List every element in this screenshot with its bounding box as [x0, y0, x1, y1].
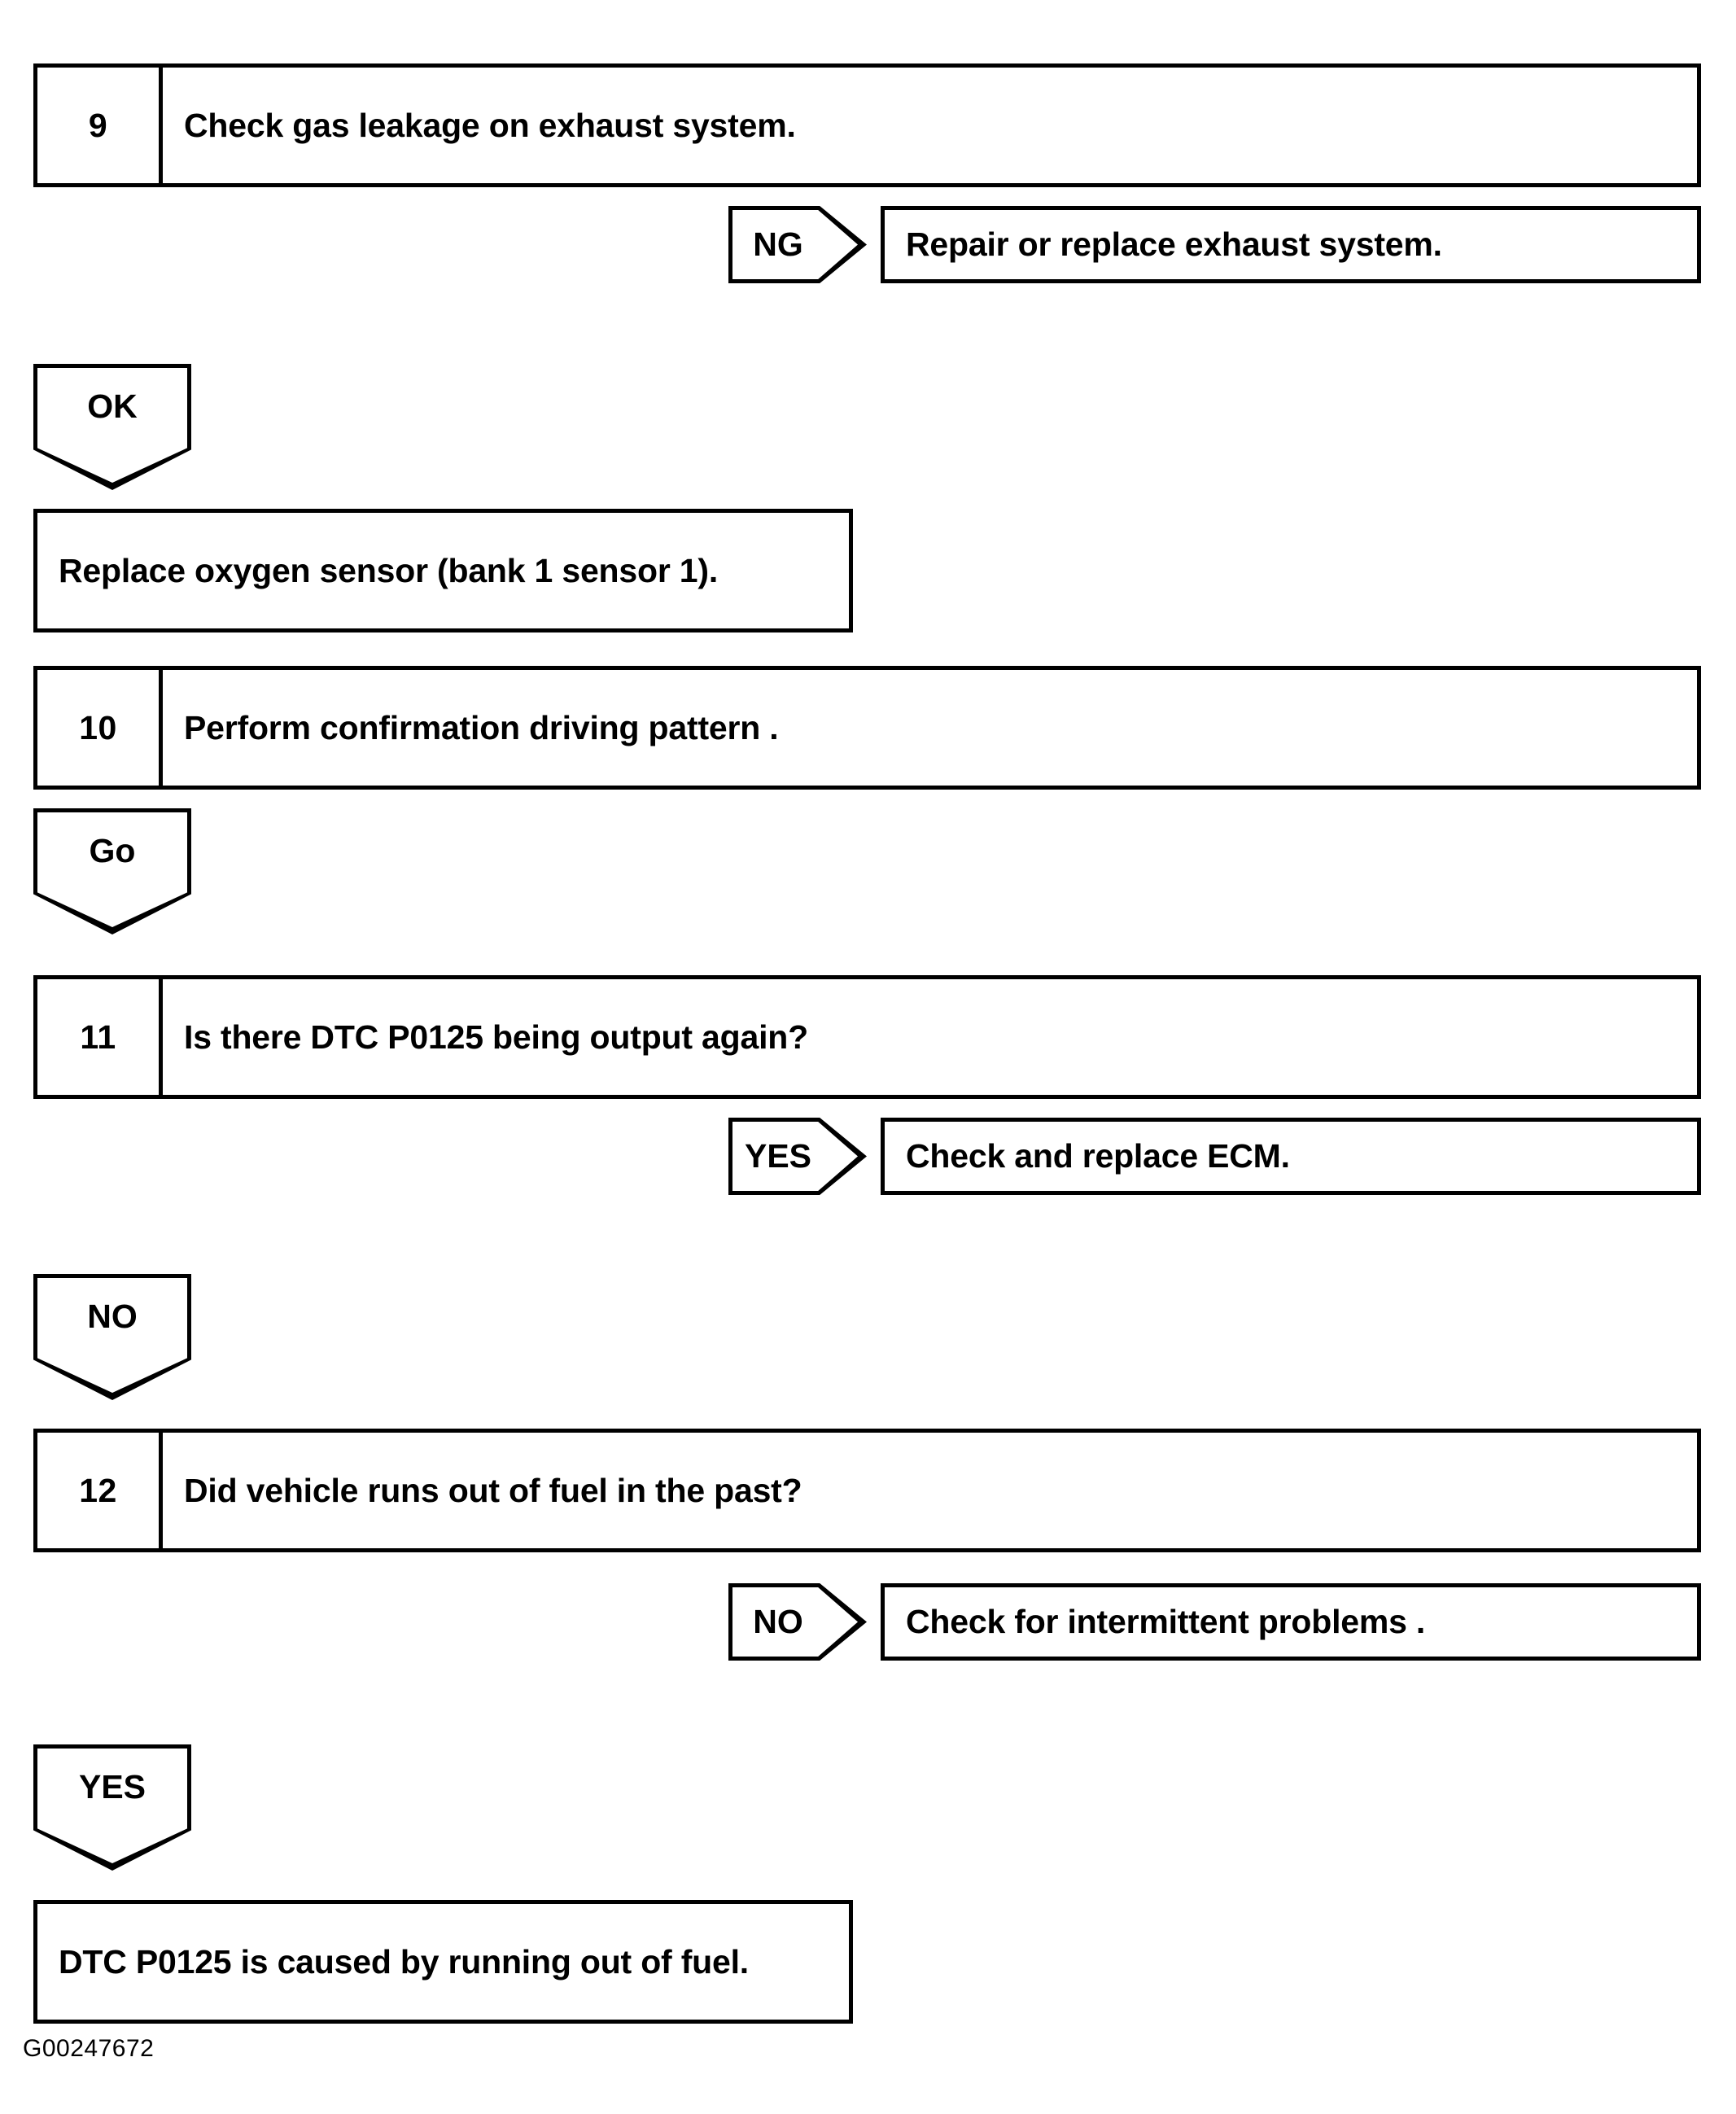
step-text-cell-11: Is there DTC P0125 being output again?	[163, 979, 1697, 1095]
flow-arrow-no-label: NO	[87, 1298, 138, 1335]
branch-arrow-no-1-label: NO	[753, 1603, 803, 1640]
branch-arrow-yes-1	[728, 1118, 867, 1195]
step-number-10: 10	[79, 708, 117, 746]
step-number-9: 9	[88, 106, 108, 144]
branch-result-box-yes-1: Check and replace ECM.	[881, 1118, 1701, 1195]
terminal-box-dtc-cause: DTC P0125 is caused by running out of fu…	[33, 1900, 853, 2024]
step-number-12: 12	[79, 1471, 117, 1509]
branch-arrow-ng-1-label: NG	[753, 225, 803, 263]
flow-arrow-go	[33, 808, 191, 934]
step-instruction-12: Did vehicle runs out of fuel in the past…	[184, 1471, 802, 1509]
flow-arrow-yes	[33, 1744, 191, 1871]
step-text-cell-10: Perform confirmation driving pattern .	[163, 670, 1697, 786]
terminal-text-dtc-cause: DTC P0125 is caused by running out of fu…	[59, 1942, 749, 1981]
step-number-cell-12: 12	[37, 1433, 163, 1548]
step-number-cell-9: 9	[37, 68, 163, 183]
branch-arrow-ng-1	[728, 206, 867, 283]
step-box-9: 9 Check gas leakage on exhaust system.	[33, 63, 1701, 187]
step-box-11: 11 Is there DTC P0125 being output again…	[33, 975, 1701, 1099]
branch-arrow-yes-1-label: YES	[744, 1137, 812, 1175]
step-text-cell-12: Did vehicle runs out of fuel in the past…	[163, 1433, 1697, 1548]
branch-result-text-no-1: Check for intermittent problems .	[906, 1603, 1426, 1640]
step-number-cell-10: 10	[37, 670, 163, 786]
flow-arrow-ok	[33, 364, 191, 490]
figure-id-caption: G00247672	[23, 2035, 155, 2062]
branch-result-text-ng-1: Repair or replace exhaust system.	[906, 225, 1442, 263]
step-instruction-10: Perform confirmation driving pattern .	[184, 708, 779, 746]
flow-arrow-yes-label: YES	[78, 1768, 146, 1805]
step-number-cell-11: 11	[37, 979, 163, 1095]
terminal-text-replace-oxygen-sensor: Replace oxygen sensor (bank 1 sensor 1).	[59, 551, 719, 589]
flow-arrow-ok-label: OK	[87, 387, 138, 425]
step-text-cell-9: Check gas leakage on exhaust system.	[163, 68, 1697, 183]
step-box-10: 10 Perform confirmation driving pattern …	[33, 666, 1701, 790]
branch-result-box-no-1: Check for intermittent problems .	[881, 1583, 1701, 1661]
flow-arrow-go-label: Go	[89, 832, 136, 869]
branch-result-text-yes-1: Check and replace ECM.	[906, 1137, 1290, 1175]
branch-result-box-ng-1: Repair or replace exhaust system.	[881, 206, 1701, 283]
step-instruction-9: Check gas leakage on exhaust system.	[184, 106, 796, 144]
step-instruction-11: Is there DTC P0125 being output again?	[184, 1018, 808, 1056]
step-box-12: 12 Did vehicle runs out of fuel in the p…	[33, 1429, 1701, 1552]
step-number-11: 11	[80, 1018, 116, 1056]
flow-arrow-no	[33, 1274, 191, 1400]
branch-arrow-no-1	[728, 1583, 867, 1661]
terminal-box-replace-oxygen-sensor: Replace oxygen sensor (bank 1 sensor 1).	[33, 509, 853, 632]
